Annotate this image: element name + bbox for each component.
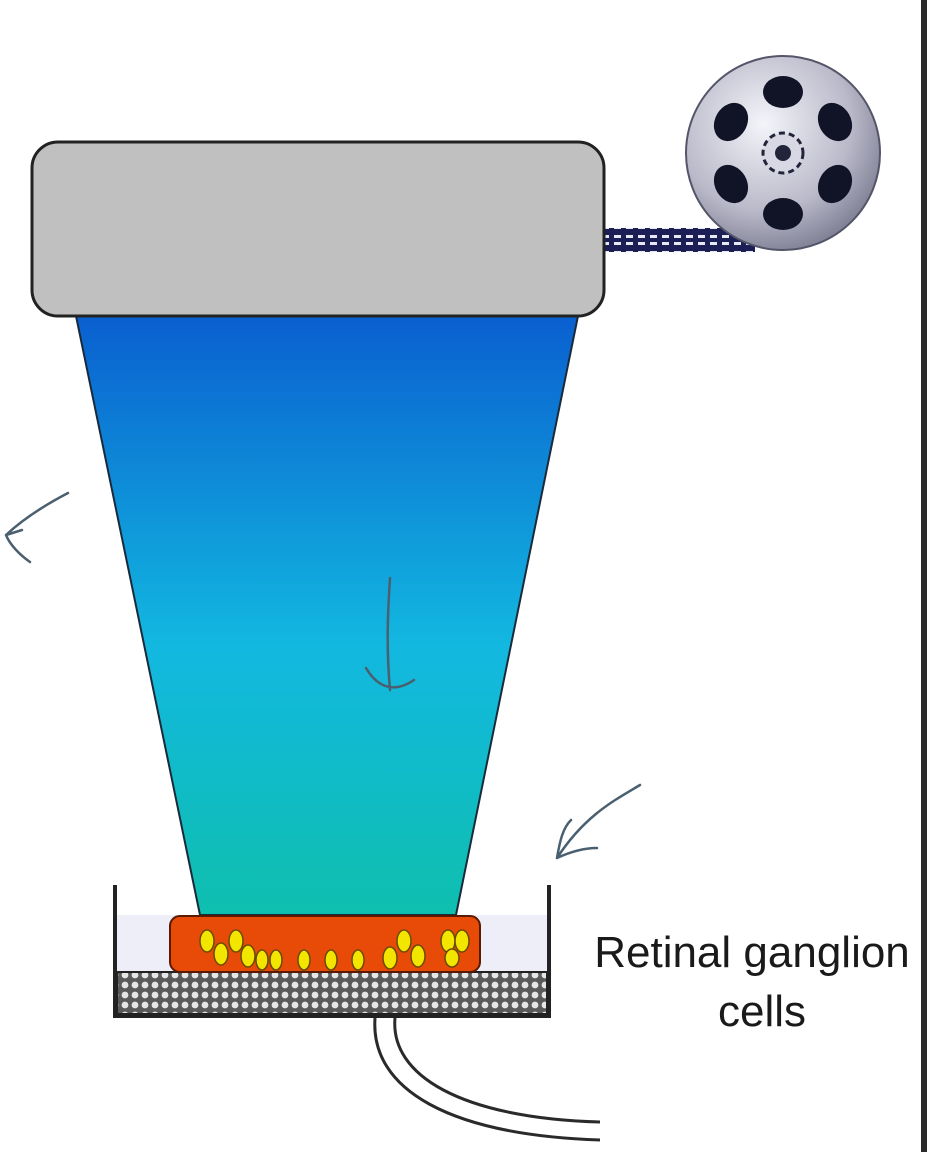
frame-right-edge [921,0,927,1152]
light-beam [74,315,580,916]
electrode-cable [373,1017,601,1142]
annotation-strokes [4,491,642,860]
dish-pointer-arrow [555,783,642,860]
projector-body [30,140,606,318]
left-margin-arrow [4,491,70,564]
electrode-array [116,971,548,1015]
label-retinal-ganglion: Retinal ganglion [594,928,910,977]
beam-down-arrow [364,576,416,692]
ganglion-cells [199,929,470,971]
film-reel-icon [685,55,881,251]
label-cells: cells [718,987,806,1036]
